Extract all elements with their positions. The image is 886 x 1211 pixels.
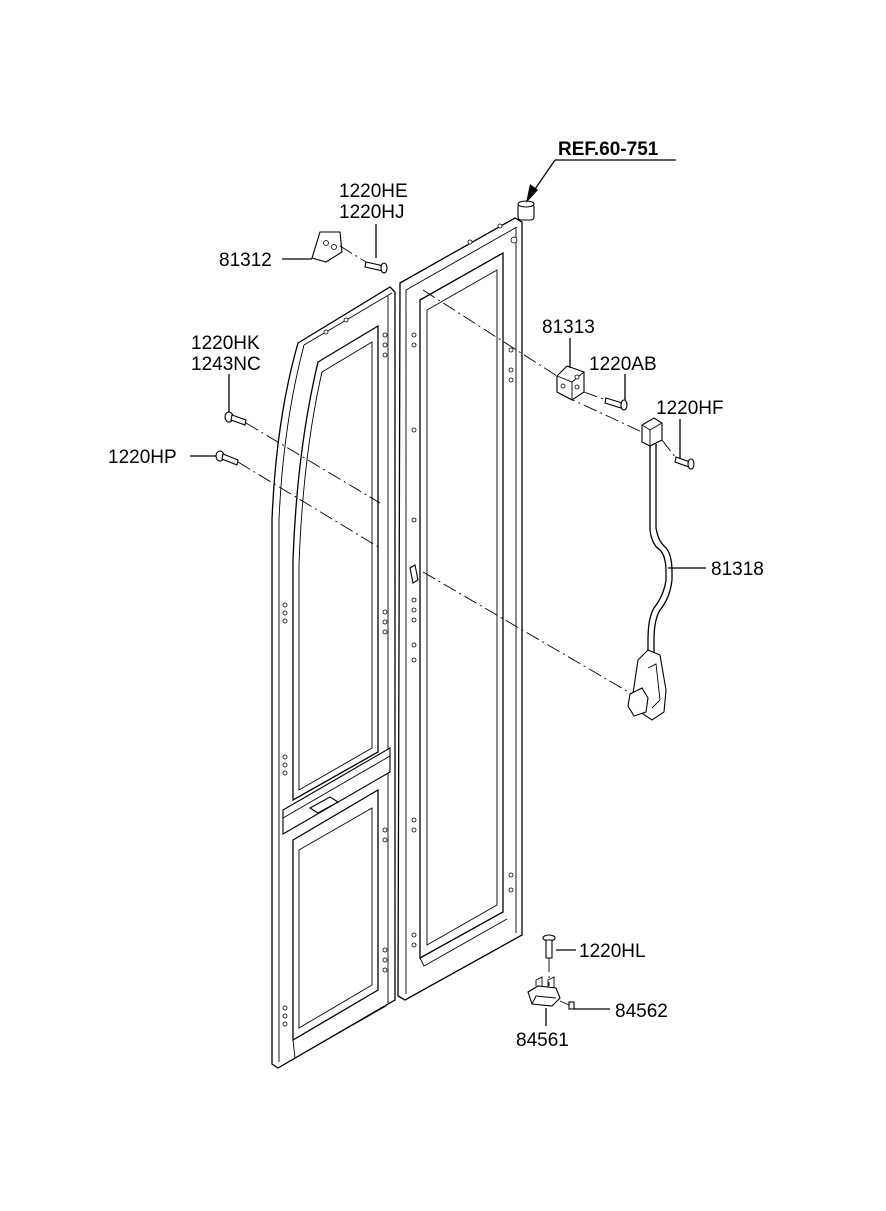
assembly-lines: [237, 245, 677, 1006]
screw-1220HK: [224, 411, 247, 426]
label-1220HF: 1220HF: [656, 398, 724, 419]
leader-lines: [190, 159, 706, 1026]
right-door-panel: [397, 217, 523, 1001]
screw-1220HE: [364, 261, 388, 274]
rubber-84562: [568, 1001, 575, 1010]
label-1243NC: 1243NC: [191, 354, 261, 375]
stay-rod-81318: [627, 417, 673, 721]
stopper-84561: [527, 976, 561, 1007]
bracket-81312: [311, 231, 343, 263]
label-84562: 84562: [615, 1001, 668, 1022]
label-84561: 84561: [516, 1030, 569, 1051]
screw-1220HL: [542, 934, 556, 959]
plate-81313: [556, 365, 585, 401]
label-ref-60-751: REF.60-751: [558, 139, 659, 160]
screw-1220HP: [215, 450, 239, 466]
part-labels: REF.60-751 1220HE 1220HJ 81312 1220HK 12…: [108, 139, 764, 1051]
label-81313: 81313: [542, 317, 595, 338]
label-1220AB: 1220AB: [589, 354, 657, 375]
screw-1220AB: [604, 397, 628, 411]
hinge-pin: [517, 200, 535, 221]
label-81318: 81318: [711, 559, 764, 580]
screw-1220HF: [674, 456, 695, 470]
label-1220HL: 1220HL: [579, 941, 646, 962]
label-1220HJ: 1220HJ: [339, 202, 405, 223]
label-1220HP: 1220HP: [108, 447, 177, 468]
left-door-panel: [271, 286, 396, 1069]
label-81312: 81312: [219, 250, 272, 271]
label-1220HE: 1220HE: [339, 181, 408, 202]
label-1220HK: 1220HK: [191, 333, 260, 354]
